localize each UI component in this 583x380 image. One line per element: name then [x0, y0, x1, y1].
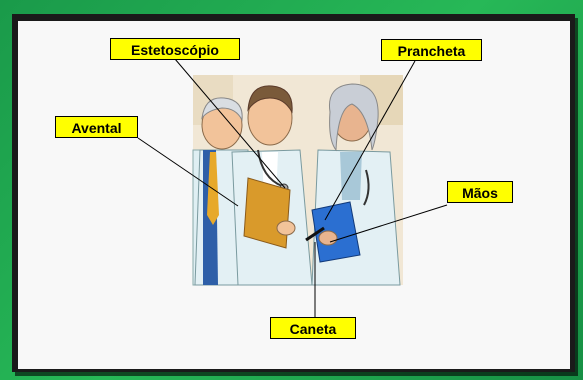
- label-caneta: Caneta: [270, 317, 356, 339]
- label-maos: Mãos: [447, 181, 513, 203]
- label-prancheta: Prancheta: [381, 39, 482, 61]
- label-avental: Avental: [55, 116, 138, 138]
- folder: [244, 178, 290, 248]
- label-estetoscopio: Estetoscópio: [110, 38, 240, 60]
